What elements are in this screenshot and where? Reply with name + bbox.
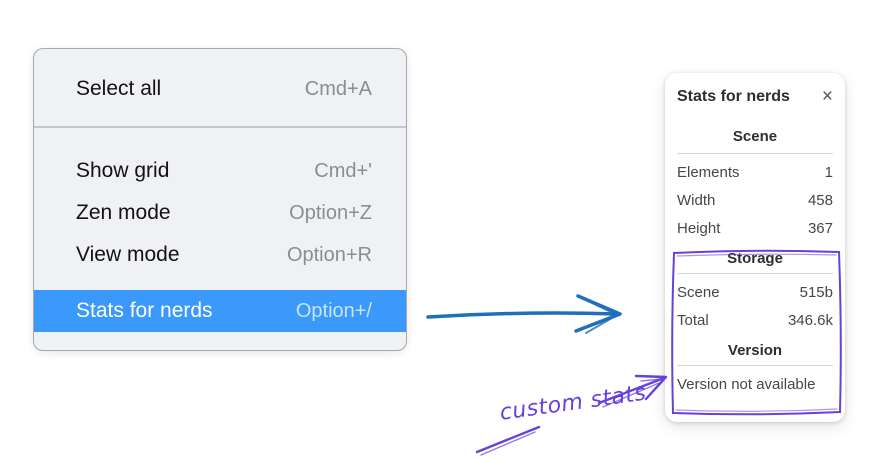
menu-item-shortcut: Cmd+A	[304, 77, 372, 100]
stat-value: 346.6k	[787, 311, 833, 329]
stat-row-scene-storage: Scene 515b	[677, 278, 833, 306]
stat-row-height: Height 367	[677, 214, 833, 242]
menu-item-shortcut: Cmd+'	[314, 159, 372, 182]
stat-row-width: Width 458	[677, 186, 833, 214]
close-icon[interactable]: ×	[821, 86, 833, 107]
stat-label: Total	[677, 311, 709, 329]
section-header-scene: Scene	[732, 128, 778, 145]
stat-row-elements: Elements 1	[677, 158, 833, 186]
stats-panel: Stats for nerds × Scene Elements 1 Width…	[665, 73, 845, 422]
blue-arrow[interactable]	[426, 294, 622, 334]
stat-value: 367	[807, 219, 833, 237]
menu-item-label: Show grid	[76, 159, 170, 182]
custom-stats-arrow[interactable]	[475, 374, 668, 456]
stat-label: Elements	[677, 163, 740, 181]
stat-label: Scene	[677, 283, 720, 301]
stat-value: 515b	[799, 283, 833, 301]
section-divider	[677, 365, 833, 366]
menu-item-zen-mode[interactable]: Zen mode Option+Z	[34, 192, 406, 234]
menu-item-stats-for-nerds[interactable]: Stats for nerds Option+/	[34, 290, 406, 332]
stats-panel-header: Stats for nerds ×	[677, 85, 833, 112]
stat-label: Width	[677, 191, 716, 209]
menu-item-label: Stats for nerds	[76, 299, 213, 322]
menu-item-view-mode[interactable]: View mode Option+R	[34, 234, 406, 276]
menu-item-label: View mode	[76, 243, 180, 266]
stat-label: Height	[677, 219, 721, 237]
menu-item-label: Select all	[76, 77, 162, 100]
menu-item-shortcut: Option+Z	[289, 201, 372, 224]
menu-item-show-grid[interactable]: Show grid Cmd+'	[34, 150, 406, 192]
menu-item-label: Zen mode	[76, 201, 171, 224]
menu-item-shortcut: Option+/	[295, 299, 372, 322]
section-divider	[677, 273, 833, 274]
menu-item-select-all[interactable]: Select all Cmd+A	[34, 68, 406, 110]
section-header-version: Version	[727, 342, 783, 359]
menu-item-shortcut: Option+R	[286, 243, 372, 266]
custom-stats-label[interactable]: custom stats	[498, 380, 648, 426]
version-note: Version not available	[677, 376, 816, 393]
storage-highlight-rect[interactable]	[671, 249, 842, 416]
context-menu: Select all Cmd+A Show grid Cmd+' Zen mod…	[33, 48, 407, 351]
stat-value: 458	[807, 191, 833, 209]
stats-panel-title: Stats for nerds	[677, 87, 790, 105]
menu-divider	[34, 126, 406, 128]
stat-value: 1	[824, 163, 833, 181]
section-divider	[677, 153, 833, 154]
stat-row-total-storage: Total 346.6k	[677, 306, 833, 334]
